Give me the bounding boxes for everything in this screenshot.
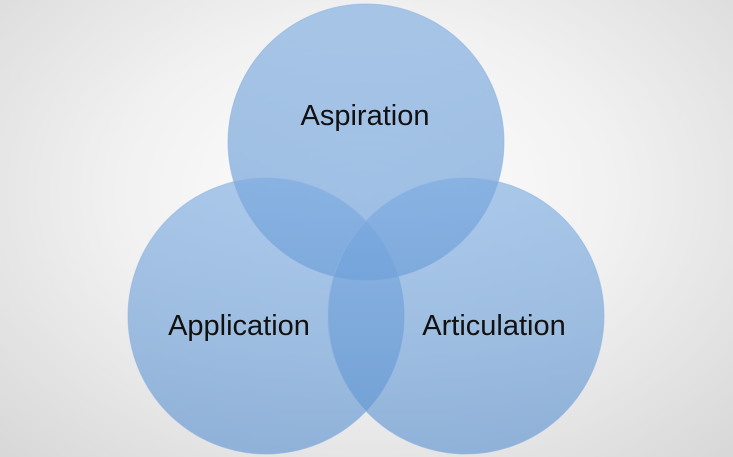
label-articulation: Articulation [422, 310, 565, 342]
circle-articulation [327, 177, 605, 455]
label-aspiration: Aspiration [301, 100, 430, 132]
label-application: Application [168, 310, 310, 342]
